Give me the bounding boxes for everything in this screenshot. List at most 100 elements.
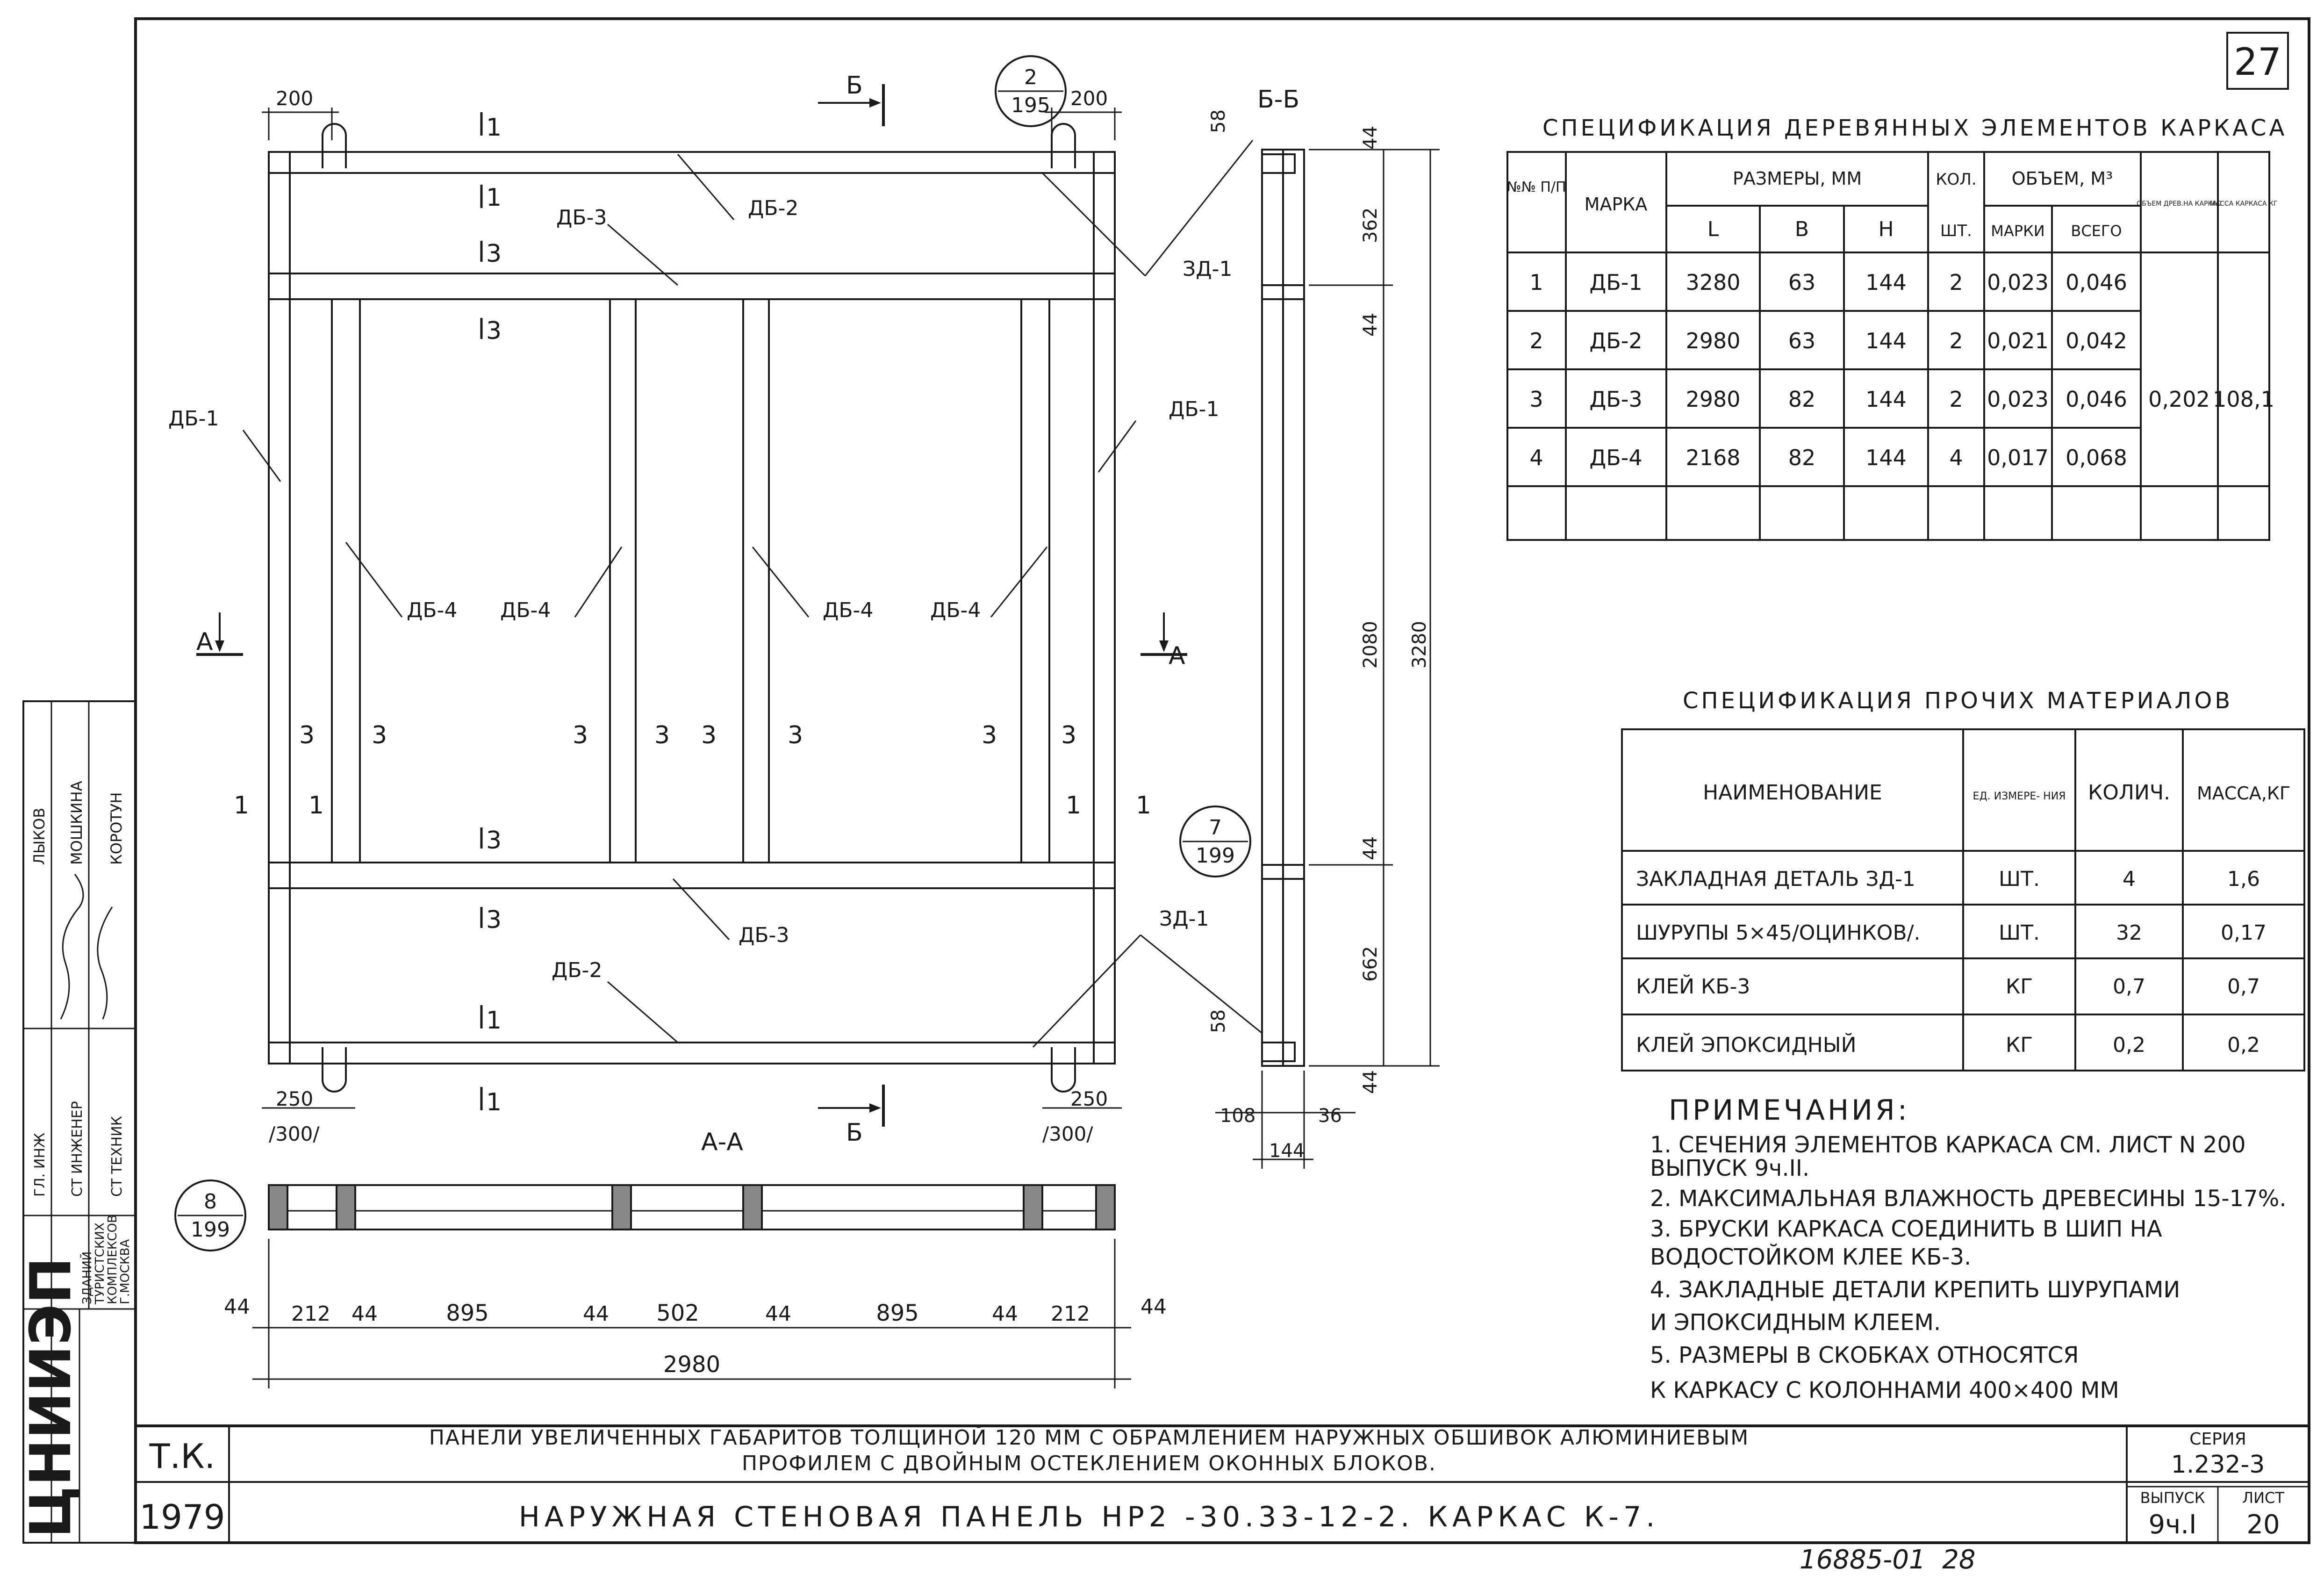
label-cut1-bot-a: 1 — [486, 1007, 502, 1035]
wood-r2-vm: 0,021 — [1987, 328, 2049, 353]
label-sec-a-left: А — [196, 628, 213, 656]
wood-h-vol-total: ВСЕГО — [2071, 222, 2122, 240]
bb-dim-362: 362 — [1360, 208, 1381, 243]
wood-h-qty: КОЛ. — [1936, 170, 1976, 189]
label-sec-b-bottom: Б — [846, 1119, 863, 1147]
label-cut1-right-b: 1 — [1136, 791, 1151, 820]
issue-label: ВЫПУСК — [2140, 1489, 2205, 1507]
bb-dim-44-top: 44 — [1360, 126, 1381, 150]
wood-total-volume: 0,202 — [2148, 387, 2210, 412]
other-r3-mass: 0,7 — [2227, 975, 2260, 999]
label-db2-top: ДБ-2 — [748, 196, 798, 220]
wood-r1-n: 1 — [1529, 270, 1543, 295]
wood-r1-vt: 0,046 — [2066, 270, 2127, 295]
other-r4-qty: 0,2 — [2113, 1033, 2145, 1057]
dim-250-right: 250 — [1070, 1087, 1108, 1110]
wood-r4-B: 82 — [1788, 445, 1816, 470]
aa-dim-3: 44 — [351, 1302, 378, 1326]
ref-8-top: 8 — [204, 1190, 217, 1214]
note-line-1: 1. СЕЧЕНИЯ ЭЛЕМЕНТОВ КАРКАСА СМ. ЛИСТ N … — [1650, 1132, 2246, 1158]
note-line-4: 3. БРУСКИ КАРКАСА СОЕДИНИТЬ В ШИП НА — [1650, 1216, 2162, 1242]
issue-value: 9ч.I — [2148, 1510, 2196, 1540]
wood-r1-H: 144 — [1865, 270, 1907, 295]
frame-labels: ДБ-2 ДБ-3 ДБ-1 ДБ-1 ДБ-4 ДБ-4 ДБ-4 ДБ-4 … — [168, 72, 1232, 1147]
wood-r2-n: 2 — [1529, 328, 1543, 353]
wood-spec-rows: 1 ДБ-1 3280 63 144 2 0,023 0,046 2 ДБ-2 … — [1529, 270, 2274, 470]
title-line-2: ПРОФИЛЕМ С ДВОЙНЫМ ОСТЕКЛЕНИЕМ ОКОННЫХ Б… — [742, 1451, 1436, 1475]
wood-h-vol-mark: МАРКИ — [1991, 222, 2044, 240]
label-db3-bottom: ДБ-3 — [739, 923, 789, 947]
wood-h-L: L — [1707, 217, 1719, 241]
label-cut1-top-a: 1 — [486, 114, 502, 142]
year: 1979 — [139, 1497, 225, 1537]
aa-dim-11: 44 — [1140, 1295, 1167, 1319]
wood-r2-H: 144 — [1865, 328, 1907, 353]
wood-r4-mark: ДБ-4 — [1589, 445, 1642, 470]
other-spec-table — [1621, 728, 2305, 1071]
wood-h-H: H — [1878, 217, 1894, 241]
wood-h-B: B — [1795, 217, 1809, 241]
wood-r2-mark: ДБ-2 — [1589, 328, 1642, 353]
aa-dim-5: 44 — [583, 1302, 609, 1326]
label-db4-1: ДБ-4 — [407, 598, 457, 622]
label-cut3-r7: 3 — [982, 721, 997, 749]
ref-2-bottom: 195 — [1011, 93, 1050, 117]
stamp-org-3: КОМПЛЕКСОВ — [106, 1215, 120, 1304]
wood-r3-vm: 0,023 — [1987, 387, 2049, 412]
wood-r3-L: 2980 — [1686, 387, 1740, 412]
sheet-value: 20 — [2246, 1510, 2280, 1540]
wood-h-dims: РАЗМЕРЫ, ММ — [1733, 168, 1862, 189]
wood-h-volume: ОБЪЕМ, М³ — [2012, 168, 2113, 189]
label-db4-4: ДБ-4 — [930, 598, 981, 622]
other-spec-headers: НАИМЕНОВАНИЕ ЕД. ИЗМЕРЕ- НИЯ КОЛИЧ. МАСС… — [1703, 781, 2290, 805]
org-short: Т.К. — [149, 1437, 215, 1476]
bb-dim-44-3: 44 — [1360, 836, 1381, 860]
aa-dim-2: 212 — [291, 1302, 330, 1326]
wood-r4-L: 2168 — [1686, 445, 1740, 470]
other-r3-unit: КГ — [2006, 975, 2033, 999]
stamp-role-2: СТ ИНЖЕНЕР — [69, 1101, 86, 1197]
label-cut3-top-a: 3 — [486, 240, 502, 268]
wood-r4-H: 144 — [1865, 445, 1907, 470]
bb-dim-108: 108 — [1220, 1105, 1255, 1127]
wood-r3-qty: 2 — [1949, 387, 1963, 412]
label-db3-top: ДБ-3 — [556, 206, 607, 230]
other-r4-mass: 0,2 — [2227, 1033, 2260, 1057]
other-r1-qty: 4 — [2123, 867, 2136, 891]
label-cut3-top-b: 3 — [486, 317, 502, 345]
wood-r3-mark: ДБ-3 — [1589, 387, 1642, 412]
label-cut3-r5: 3 — [701, 721, 717, 749]
section-bb-labels: Б-Б 58 44 362 44 2080 3280 44 662 58 44 … — [1208, 86, 1430, 1162]
wood-r3-B: 82 — [1788, 387, 1816, 412]
stamp-role-3: СТ ТЕХНИК — [109, 1116, 125, 1197]
bb-dim-662: 662 — [1360, 946, 1381, 982]
stamp-org-1: ЗДАНИЙ — [79, 1251, 94, 1304]
label-db4-3: ДБ-4 — [823, 598, 873, 622]
wood-h-num: №№ П/П — [1506, 179, 1566, 195]
title-main: НАРУЖНАЯ СТЕНОВАЯ ПАНЕЛЬ НР2 -30.33-12-2… — [519, 1501, 1660, 1533]
other-r3-name: КЛЕЙ КБ-3 — [1636, 974, 1750, 999]
bb-dim-144: 144 — [1269, 1140, 1305, 1162]
other-h-qty: КОЛИЧ. — [2088, 781, 2170, 805]
wood-total-mass: 108,1 — [2213, 387, 2274, 412]
wood-spec-headers: №№ П/П МАРКА РАЗМЕРЫ, ММ L B H КОЛ. ШТ. … — [1506, 168, 2277, 241]
note-line-7: И ЭПОКСИДНЫМ КЛЕЕМ. — [1650, 1309, 1941, 1336]
label-db1-left: ДБ-1 — [168, 407, 219, 431]
wood-r1-B: 63 — [1788, 270, 1816, 295]
wood-spec-title: СПЕЦИФИКАЦИЯ ДЕРЕВЯННЫХ ЭЛЕМЕНТОВ КАРКАС… — [1542, 115, 2287, 141]
stamp-org-2: ТУРИСТСКИХ — [93, 1222, 107, 1305]
bb-dim-58-top: 58 — [1208, 109, 1229, 133]
label-cut1-top-b: 1 — [486, 184, 502, 212]
label-cut3-r4: 3 — [654, 721, 670, 749]
other-h-name: НАИМЕНОВАНИЕ — [1703, 781, 1882, 805]
bb-dim-36: 36 — [1318, 1105, 1342, 1127]
wood-r1-qty: 2 — [1949, 270, 1963, 295]
series-label: СЕРИЯ — [2189, 1430, 2246, 1449]
notes: ПРИМЕЧАНИЯ: 1. СЕЧЕНИЯ ЭЛЕМЕНТОВ КАРКАСА… — [1650, 1094, 2287, 1403]
aa-dim-4: 895 — [446, 1300, 489, 1326]
aa-dim-total: 2980 — [663, 1352, 720, 1378]
label-cut3-r1: 3 — [299, 721, 315, 749]
wood-h-mark: МАРКА — [1585, 194, 1648, 215]
other-r2-qty: 32 — [2116, 921, 2142, 945]
